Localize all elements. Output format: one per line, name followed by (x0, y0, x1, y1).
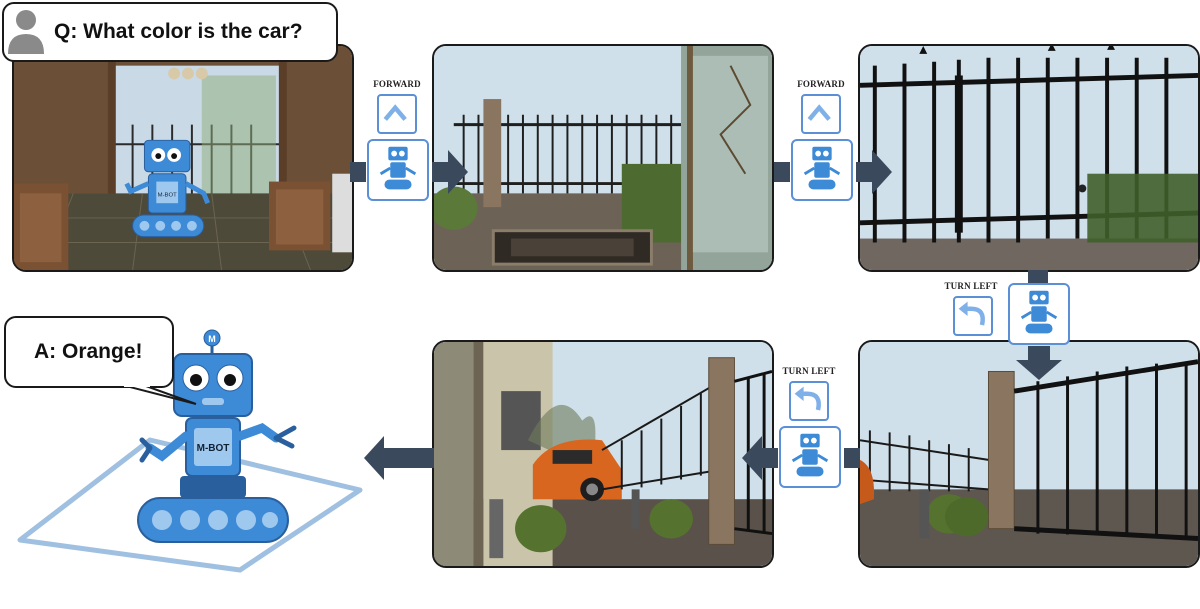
user-icon (8, 10, 44, 54)
answer-bubble: A: Orange! (4, 316, 174, 388)
step-2-action-label: FORWARD (797, 79, 845, 89)
answer-bubble-tail (124, 383, 197, 405)
step-1-robot-tile (367, 139, 429, 201)
step-2-arrow (774, 150, 892, 194)
question-text: Q: What color is the car? (54, 20, 303, 43)
step-3-turn-left-icon (953, 296, 993, 336)
scene-frame-3-gate (858, 44, 1200, 272)
robot-badge-small: M-BOT (158, 192, 177, 198)
robot-in-room: M-BOT (124, 139, 211, 238)
robot-antenna-letter: M (208, 334, 216, 344)
step-4-arrow (742, 436, 860, 480)
step-2-robot-tile (791, 139, 853, 201)
scene-frame-5-car (432, 340, 774, 568)
scene-frame-4-fence-pillar (858, 340, 1200, 568)
answer-arrow (364, 436, 434, 480)
step-4-turn-left-icon (789, 381, 829, 421)
step-3-robot-tile (1008, 283, 1070, 345)
scene-frame-1-room: M-BOT (12, 44, 354, 272)
answer-text: A: Orange! (34, 340, 143, 363)
step-1-arrow (350, 150, 468, 194)
orange-car (532, 439, 622, 502)
step-4-robot-tile (779, 426, 841, 488)
question-bubble: Q: What color is the car? (2, 2, 338, 62)
step-3-action-label: TURN LEFT (944, 281, 998, 291)
step-3-arrow (1016, 270, 1062, 380)
step-2-forward-icon (801, 94, 841, 134)
robot-large: M M-BOT (17, 329, 363, 573)
scene-frame-2-doorway (432, 44, 774, 272)
step-1-action-label: FORWARD (373, 79, 421, 89)
step-4-action-label: TURN LEFT (782, 366, 836, 376)
robot-badge: M-BOT (197, 443, 230, 454)
step-1-forward-icon (377, 94, 417, 134)
